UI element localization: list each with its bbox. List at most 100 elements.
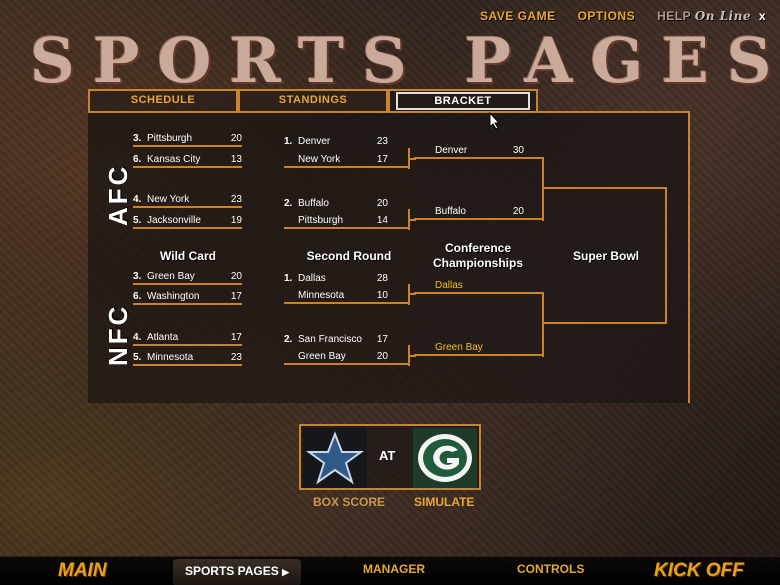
sports-pages-button[interactable]: SPORTS PAGES ▶ (173, 559, 301, 585)
at-label: AT (379, 448, 396, 463)
nfc-conf-team-2[interactable]: Green Bay (414, 338, 544, 356)
mouse-cursor-icon (489, 112, 501, 130)
afc-sr-team-2[interactable]: New York 17 (284, 150, 410, 168)
score: 20 (230, 133, 242, 144)
bracket-connector (410, 355, 416, 357)
close-icon[interactable]: x (758, 9, 766, 23)
score: 23 (230, 352, 242, 363)
team-name: Pittsburgh (298, 215, 344, 226)
nfc-sr-team-2[interactable]: Minnesota 10 (284, 286, 410, 304)
team-name: New York (147, 194, 190, 205)
seed: 5. (133, 215, 142, 226)
team-name: Green Bay (435, 342, 483, 353)
bracket-connector (410, 219, 416, 221)
bracket-connector (408, 284, 410, 305)
team-name: Minnesota (298, 290, 345, 301)
score: 20 (230, 271, 242, 282)
score: 17 (230, 332, 242, 343)
options-button[interactable]: OPTIONS (577, 9, 636, 23)
next-matchup: AT (299, 424, 481, 490)
score: 20 (512, 206, 524, 217)
round-label-conference: Conference Championships (432, 241, 523, 270)
afc-sr-team-4[interactable]: Pittsburgh 14 (284, 211, 410, 229)
score: 30 (512, 145, 524, 156)
manager-button[interactable]: MANAGER (363, 562, 425, 576)
main-button[interactable]: MAIN (58, 560, 107, 581)
team-name: Atlanta (147, 332, 179, 343)
team-name: Kansas City (147, 154, 201, 165)
bottom-nav: MAIN SPORTS PAGES ▶ MANAGER CONTROLS KIC… (0, 556, 780, 585)
afc-sr-team-1[interactable]: 1. Denver 23 (284, 130, 410, 148)
score: 17 (376, 334, 388, 345)
team-name: Buffalo (435, 206, 466, 217)
round-label-second-round: Second Round (306, 249, 392, 263)
nfc-sr-team-3[interactable]: 2. San Francisco 17 (284, 328, 410, 346)
team-name: Pittsburgh (147, 133, 193, 144)
nfc-sr-team-1[interactable]: 1. Dallas 28 (284, 267, 410, 285)
seed: 6. (133, 154, 142, 165)
afc-label: AFC (103, 163, 133, 226)
g-logo-icon (413, 428, 477, 488)
afc-conf-team-2[interactable]: Buffalo 20 (414, 202, 544, 220)
nfc-wc-team-4[interactable]: 5. Minnesota 23 (133, 348, 242, 366)
afc-conf-team-1[interactable]: Denver 30 (414, 141, 544, 159)
score: 17 (376, 154, 388, 165)
nfc-wc-team-3[interactable]: 4. Atlanta 17 (133, 328, 242, 346)
score: 14 (376, 215, 388, 226)
round-label-super-bowl: Super Bowl (572, 249, 639, 263)
team-name: Minnesota (147, 352, 194, 363)
seed: 1. (284, 273, 293, 284)
help-button[interactable]: HELP On Line x (657, 9, 766, 23)
controls-button[interactable]: CONTROLS (517, 562, 585, 576)
score: 20 (376, 198, 388, 209)
score: 19 (230, 215, 242, 226)
score: 20 (376, 351, 388, 362)
bracket-panel (88, 111, 690, 403)
tab-standings[interactable]: STANDINGS (238, 89, 388, 111)
tab-bracket[interactable]: BRACKET (388, 89, 538, 111)
seed: 3. (133, 133, 142, 144)
score: 10 (376, 290, 388, 301)
round-label-wild-card: Wild Card (160, 249, 216, 263)
bracket-connector (542, 293, 544, 357)
tab-schedule[interactable]: SCHEDULE (88, 89, 238, 111)
nfc-conf-team-1[interactable]: Dallas (414, 276, 544, 294)
afc-sr-team-3[interactable]: 2. Buffalo 20 (284, 192, 410, 210)
seed: 1. (284, 136, 293, 147)
kick-off-button[interactable]: KICK OFF (654, 560, 744, 581)
nfc-sr-team-4[interactable]: Green Bay 20 (284, 347, 410, 365)
bracket-connector (408, 148, 410, 169)
tab-bar: SCHEDULE STANDINGS BRACKET (88, 89, 538, 111)
seed: 6. (133, 291, 142, 302)
afc-wc-team-1[interactable]: 3. Pittsburgh 20 (133, 129, 242, 147)
team-name: Buffalo (298, 198, 329, 209)
afc-wc-team-2[interactable]: 6. Kansas City 13 (133, 150, 242, 168)
tab-bracket-label: BRACKET (396, 92, 530, 110)
nfc-wc-team-2[interactable]: 6. Washington 17 (133, 287, 242, 305)
nfc-wc-team-1[interactable]: 3. Green Bay 20 (133, 267, 242, 285)
afc-wc-team-3[interactable]: 4. New York 23 (133, 190, 242, 208)
team-name: San Francisco (298, 334, 362, 345)
bracket-connector (542, 158, 544, 221)
team-name: New York (298, 154, 341, 165)
bracket-connector (410, 158, 416, 160)
help-label: HELP (657, 9, 691, 23)
team-name: Green Bay (147, 271, 195, 282)
score: 23 (376, 136, 388, 147)
afc-wc-team-4[interactable]: 5. Jacksonville 19 (133, 211, 242, 229)
team-name: Dallas (435, 280, 463, 291)
seed: 2. (284, 334, 293, 345)
nfc-label: NFC (103, 303, 133, 366)
score: 23 (230, 194, 242, 205)
bracket-connector (408, 345, 410, 366)
online-label: On Line (694, 9, 751, 23)
sports-pages-label: SPORTS PAGES (184, 564, 279, 578)
seed: 4. (133, 332, 142, 343)
simulate-button[interactable]: SIMULATE (414, 495, 475, 509)
seed: 2. (284, 198, 293, 209)
box-score-button[interactable]: BOX SCORE (313, 495, 386, 509)
score: 17 (230, 291, 242, 302)
save-game-button[interactable]: SAVE GAME (479, 9, 556, 23)
top-menu: SAVE GAME OPTIONS HELP On Line x (480, 9, 766, 23)
star-logo-icon (303, 428, 367, 488)
